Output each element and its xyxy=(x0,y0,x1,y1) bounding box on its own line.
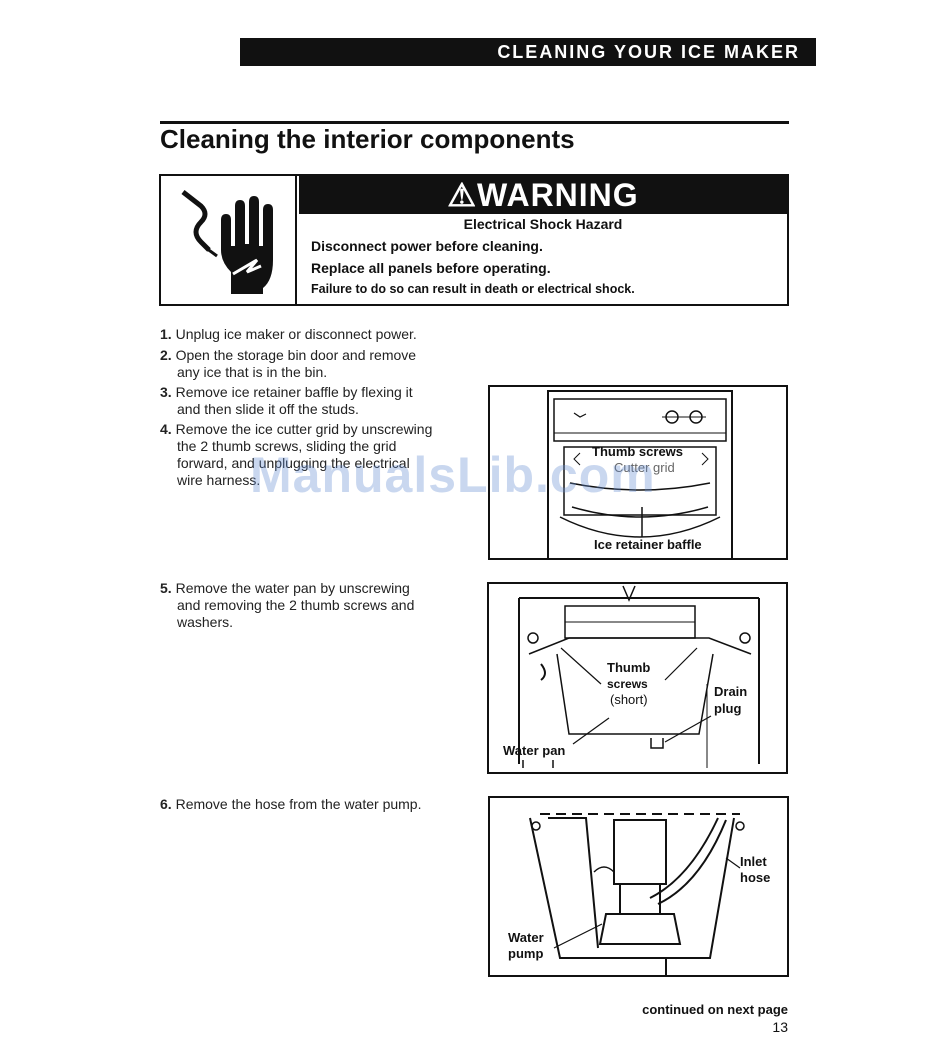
label-water: Water xyxy=(508,930,544,945)
warning-box: ⚠WARNING Electrical Shock Hazard Disconn… xyxy=(159,174,789,306)
title-rule xyxy=(160,121,789,124)
label-drain: Drain xyxy=(714,684,748,699)
warning-label: WARNING xyxy=(477,177,639,213)
electric-shock-hand-icon xyxy=(181,190,273,294)
label-cutter-grid: Cutter grid xyxy=(614,460,675,475)
step-2: 2. Open the storage bin door and remove … xyxy=(160,347,417,380)
ice-maker-front-drawing xyxy=(547,390,733,558)
warning-line-3: Failure to do so can result in death or … xyxy=(311,282,635,296)
label-thumb: Thumb xyxy=(607,660,651,675)
watermark: ManualsLib.com xyxy=(250,447,656,503)
label-ice-retainer-baffle: Ice retainer baffle xyxy=(594,537,702,552)
continued-note: continued on next page xyxy=(642,1002,788,1017)
label-thumb-screws: Thumb screws xyxy=(592,444,684,459)
label-short: (short) xyxy=(610,692,648,707)
warning-banner: ⚠WARNING xyxy=(299,176,787,214)
figure-water-pan: Thumb screws (short) Drain plug Water pa… xyxy=(487,582,788,774)
page-number: 13 xyxy=(772,1019,788,1035)
label-hose: hose xyxy=(740,870,771,885)
figure-water-pump: Inlet hose Water pump xyxy=(488,796,789,977)
label-pump: pump xyxy=(508,946,544,961)
warning-hazard: Electrical Shock Hazard xyxy=(463,216,623,232)
warning-line-2: Replace all panels before operating. xyxy=(311,260,551,276)
label-plug: plug xyxy=(714,701,742,716)
water-pan-drawing xyxy=(518,585,760,768)
page-title: Cleaning the interior components xyxy=(160,124,575,154)
water-pump-drawing xyxy=(529,813,745,975)
figure-ice-maker-front: Thumb screws Cutter grid Ice retainer ba… xyxy=(488,385,788,560)
step-6: 6. Remove the hose from the water pump. xyxy=(160,796,422,812)
step-5: 5. Remove the water pan by unscrewing an… xyxy=(160,580,415,630)
step-1: 1. Unplug ice maker or disconnect power. xyxy=(160,326,417,342)
warning-icon-cell xyxy=(161,176,297,304)
warning-line-1: Disconnect power before cleaning. xyxy=(311,238,543,254)
step-3: 3. Remove ice retainer baffle by flexing… xyxy=(160,384,413,417)
section-header: CLEANING YOUR ICE MAKER xyxy=(240,38,816,66)
label-screws: screws xyxy=(607,677,648,691)
step-4: 4. Remove the ice cutter grid by unscrew… xyxy=(160,421,433,488)
label-inlet: Inlet xyxy=(740,854,767,869)
warning-triangle-icon: ⚠ xyxy=(447,177,478,213)
label-water-pan: Water pan xyxy=(503,743,566,758)
